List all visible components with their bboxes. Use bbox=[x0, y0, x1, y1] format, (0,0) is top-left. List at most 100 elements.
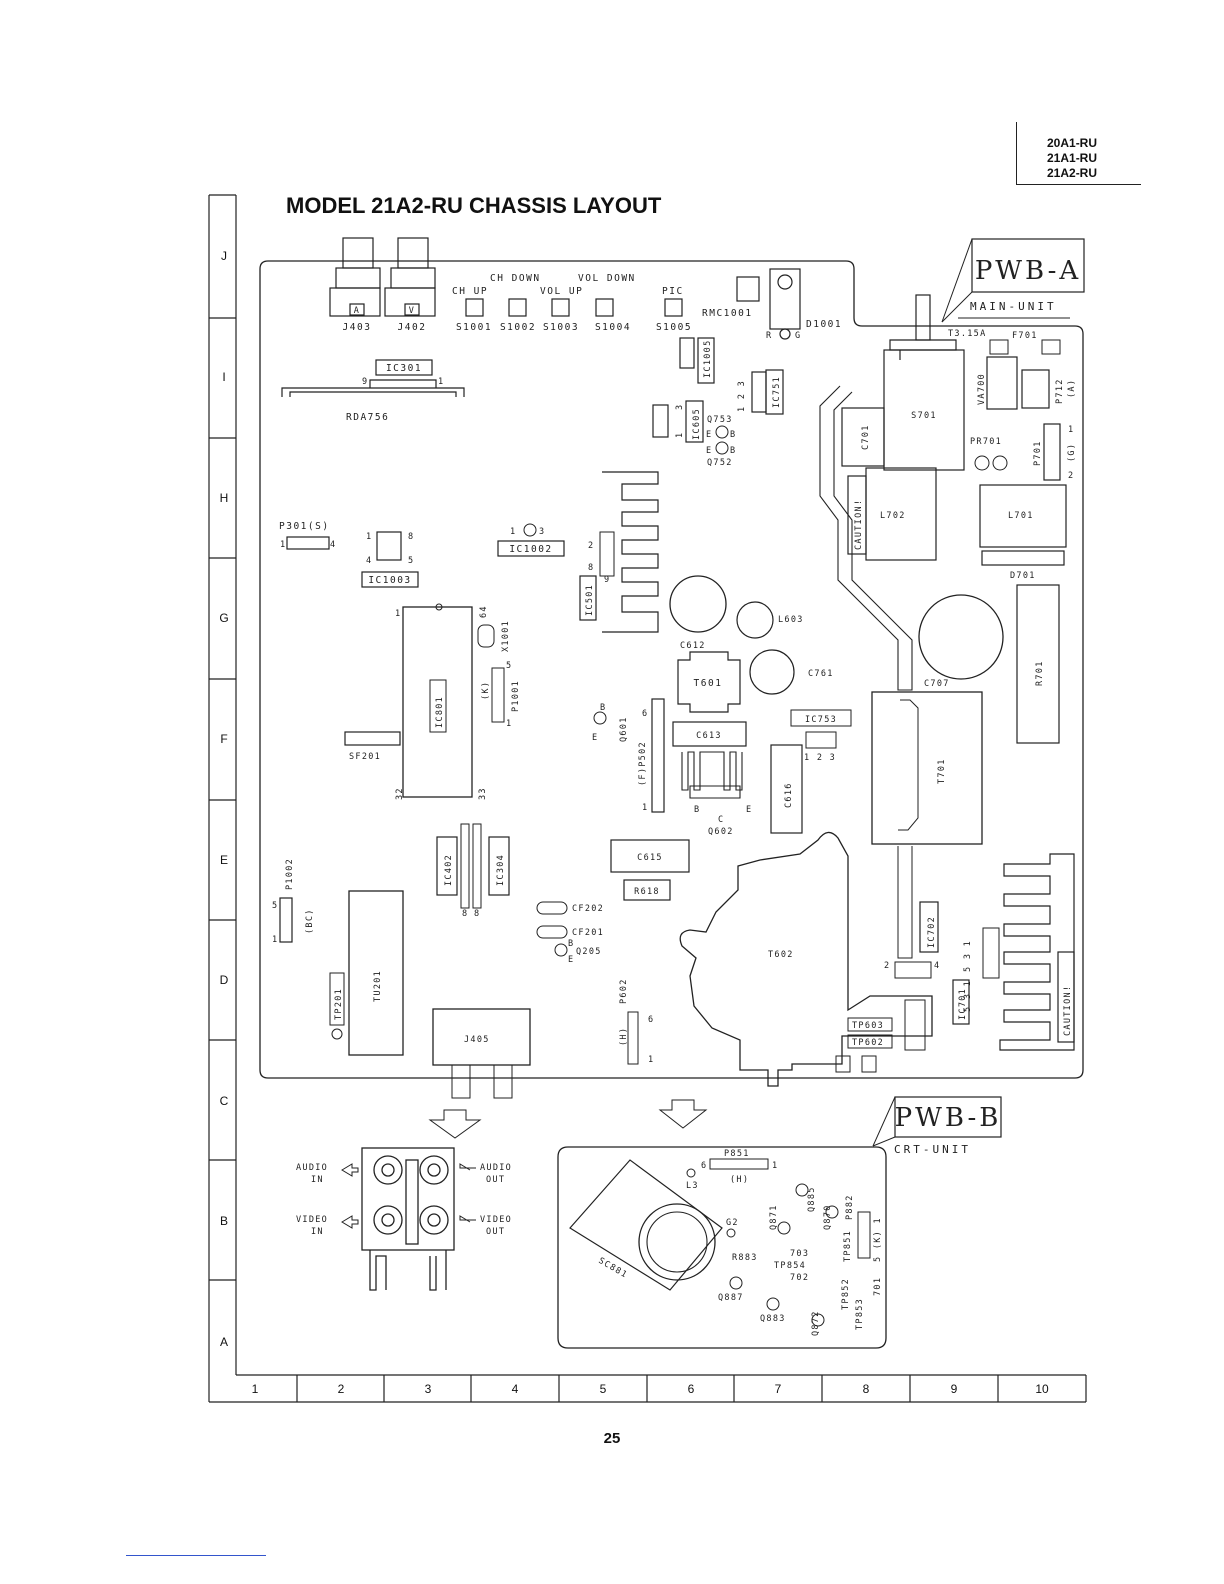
ic702-chip bbox=[919, 901, 939, 953]
t701-label: T701 bbox=[937, 758, 947, 784]
p502-connector bbox=[651, 698, 665, 813]
grid-row-labels: J I H G F E D C B A bbox=[219, 249, 228, 1349]
ic1003-pin-1: 1 bbox=[366, 532, 372, 542]
p712-connector bbox=[1021, 369, 1050, 409]
p602-h-mark: (H) bbox=[619, 1027, 629, 1046]
q887-transistor bbox=[729, 1276, 743, 1290]
p1002-pin-1: 1 bbox=[272, 935, 278, 945]
d701-label: D701 bbox=[1010, 571, 1036, 581]
q602-heatsink bbox=[681, 751, 743, 799]
ic1002-pin-3: 3 bbox=[539, 527, 545, 537]
c616-label: C616 bbox=[784, 782, 794, 808]
tp852-label: TP852 bbox=[841, 1278, 851, 1310]
q752-label: Q752 bbox=[707, 458, 733, 468]
grid-column-labels: 1 2 3 4 5 6 7 8 9 10 bbox=[252, 1382, 1049, 1396]
q885-transistor bbox=[795, 1183, 809, 1197]
ic801-pin-64: 64 bbox=[479, 605, 489, 618]
f701-holder-right bbox=[1041, 339, 1061, 355]
t602-label: T602 bbox=[768, 950, 794, 960]
ic1005-chip bbox=[679, 337, 695, 369]
q870-transistor bbox=[825, 1205, 839, 1219]
row-label-a: A bbox=[220, 1335, 228, 1349]
q871-label: Q871 bbox=[769, 1204, 779, 1230]
q753-b-mark: B bbox=[730, 430, 736, 440]
c615-capacitor bbox=[610, 839, 690, 873]
pwb-a-label: PWB-A bbox=[975, 256, 1081, 286]
main-board-outline bbox=[259, 260, 1084, 1079]
x1001-crystal bbox=[477, 624, 495, 648]
audio-in-label-2: IN bbox=[311, 1175, 324, 1185]
row-label-d: D bbox=[220, 973, 229, 987]
ic501-pin-8: 8 bbox=[588, 563, 594, 573]
t701-transformer bbox=[871, 691, 983, 845]
cf202-label: CF202 bbox=[572, 904, 604, 914]
p602-connector bbox=[627, 1011, 639, 1065]
ic753-chip bbox=[805, 731, 837, 749]
ic801-chip bbox=[402, 606, 473, 798]
c612-label: C612 bbox=[680, 641, 706, 651]
p882-connector bbox=[857, 1211, 871, 1259]
q871-transistor bbox=[777, 1221, 791, 1235]
f701-label: F701 bbox=[1012, 331, 1038, 341]
ic801-pin-33: 33 bbox=[478, 787, 488, 800]
q752-transistor bbox=[715, 441, 729, 455]
audio-out-label-1: AUDIO bbox=[480, 1163, 512, 1173]
tu201-label: TU201 bbox=[373, 970, 383, 1002]
rmc1001-label: RMC1001 bbox=[702, 308, 753, 319]
caution-a-label: CAUTION! bbox=[854, 499, 864, 550]
d1001-g-mark: G bbox=[795, 331, 801, 341]
power-switch-s701 bbox=[883, 294, 965, 471]
p701-label: P701 bbox=[1033, 440, 1043, 466]
page-number: 25 bbox=[603, 1430, 621, 1447]
l702-label: L702 bbox=[880, 511, 906, 521]
s1001-label: S1001 bbox=[456, 322, 492, 333]
tp854-label: TP854 bbox=[774, 1261, 806, 1271]
row-label-i: I bbox=[222, 370, 225, 384]
q601-b-mark: B bbox=[600, 703, 606, 713]
sc881-label: SC881 bbox=[597, 1256, 630, 1281]
jack-v-mark: V bbox=[409, 306, 415, 316]
col-label-4: 4 bbox=[512, 1382, 519, 1396]
s1005-label: S1005 bbox=[656, 322, 692, 333]
flyback-lead bbox=[897, 846, 913, 959]
ic801-pin-1: 1 bbox=[395, 609, 401, 619]
ch-down-label: CH DOWN bbox=[490, 273, 541, 284]
l702-coil bbox=[865, 467, 937, 561]
l3-label: L3 bbox=[686, 1181, 699, 1191]
cable-trace-caution bbox=[819, 385, 913, 691]
ic751-pins: 1 2 3 bbox=[737, 380, 747, 412]
ic753-pins: 1 2 3 bbox=[804, 753, 836, 763]
n702-label: 702 bbox=[790, 1273, 809, 1283]
crt-socket bbox=[569, 1159, 723, 1291]
r701-label: R701 bbox=[1035, 660, 1045, 686]
col-label-7: 7 bbox=[775, 1382, 782, 1396]
ic801-label-box bbox=[429, 679, 447, 733]
ic751-tab bbox=[751, 371, 767, 413]
ic304-chip bbox=[488, 836, 510, 896]
c613-label: C613 bbox=[696, 731, 722, 741]
q205-e-mark: E bbox=[568, 955, 574, 965]
tu201-tuner bbox=[348, 890, 404, 1056]
c616-capacitor bbox=[770, 744, 803, 834]
p1002-label: P1002 bbox=[285, 858, 295, 890]
ic1002-box bbox=[497, 540, 565, 557]
page-title: MODEL 21A2-RU CHASSIS LAYOUT bbox=[286, 193, 662, 218]
p1001-connector bbox=[491, 667, 505, 723]
pr701-pin-left bbox=[974, 455, 990, 471]
row-label-j: J bbox=[221, 249, 227, 263]
tp853-label: TP853 bbox=[855, 1298, 865, 1330]
video-in-label-2: IN bbox=[311, 1227, 324, 1237]
p851-h-mark: (H) bbox=[730, 1175, 749, 1185]
model-21a1-ru: 21A1-RU bbox=[1047, 151, 1098, 165]
ic1003-label: IC1003 bbox=[368, 575, 411, 586]
q601-label: Q601 bbox=[619, 716, 629, 742]
main-unit-label: MAIN-UNIT bbox=[970, 300, 1057, 313]
q887-label: Q887 bbox=[718, 1293, 744, 1303]
p712-a-mark: (A) bbox=[1067, 379, 1077, 398]
tp602-label: TP602 bbox=[852, 1038, 884, 1048]
ic801-pin-32: 32 bbox=[395, 787, 405, 800]
row-label-f: F bbox=[220, 732, 227, 746]
tp603-label: TP603 bbox=[852, 1021, 884, 1031]
r618-resistor bbox=[623, 879, 671, 901]
p701-connector bbox=[1043, 423, 1061, 481]
